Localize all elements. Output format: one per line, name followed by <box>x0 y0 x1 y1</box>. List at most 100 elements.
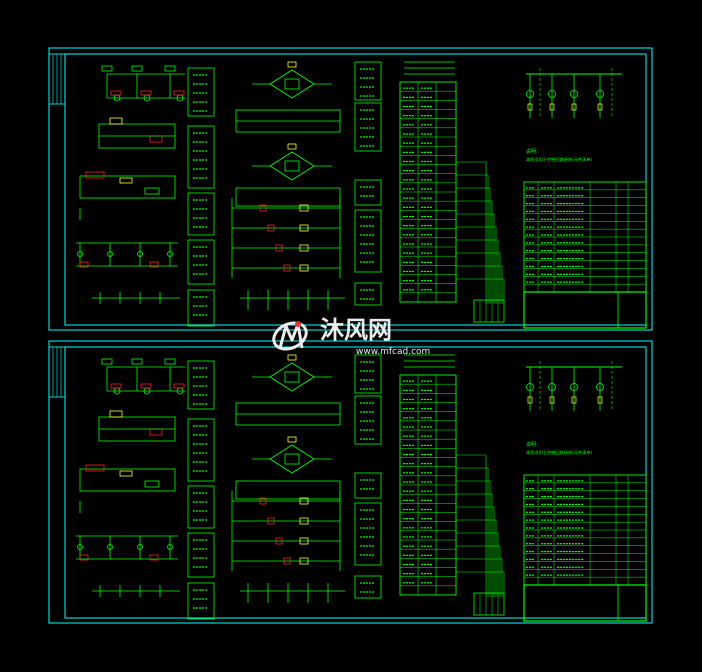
yellow-contact-mark <box>109 410 123 418</box>
red-contact-mark <box>283 264 291 272</box>
red-contact-mark <box>259 497 267 505</box>
terminal-block <box>131 358 143 365</box>
yellow-contact-mark <box>299 497 309 505</box>
red-contact-mark <box>173 90 185 96</box>
yellow-ct-mark <box>527 396 533 404</box>
yellow-ct-mark <box>571 103 577 111</box>
red-contact-mark <box>267 517 275 525</box>
control-loop <box>235 187 341 207</box>
title-block <box>523 584 647 622</box>
yellow-contact-mark <box>299 244 309 252</box>
yellow-contact-mark <box>119 177 133 184</box>
legend-box <box>354 179 382 206</box>
rectifier-core <box>284 78 300 90</box>
contact-node <box>167 251 173 257</box>
title-block <box>523 291 647 329</box>
contact-node <box>137 251 143 257</box>
red-contact-mark <box>79 261 89 268</box>
terminal-block <box>131 65 143 72</box>
breaker-symbol <box>596 383 604 391</box>
legend-box <box>187 192 215 236</box>
legend-box <box>187 582 215 620</box>
yellow-fuse-mark <box>287 143 297 150</box>
legend-box <box>354 472 382 499</box>
control-loop <box>235 480 341 500</box>
contact-node <box>77 251 83 257</box>
note-line: 本图适用于控制回路接线(元件清单) <box>526 449 592 456</box>
terminal-block <box>101 358 113 365</box>
yellow-fuse-mark <box>287 61 297 68</box>
legend-box <box>354 395 382 445</box>
contact-node <box>77 544 83 550</box>
watermark-url: www.mfcad.com <box>356 347 430 357</box>
red-contact-mark <box>283 557 291 565</box>
yellow-ct-mark <box>597 103 603 111</box>
red-contact-mark <box>110 90 122 96</box>
legend-box <box>354 209 382 273</box>
legend-box <box>354 502 382 566</box>
yellow-contact-mark <box>109 117 123 125</box>
legend-box <box>354 102 382 152</box>
contact-node <box>107 544 113 550</box>
yellow-contact-mark <box>119 470 133 477</box>
legend-box <box>354 354 382 394</box>
terminal-block <box>101 65 113 72</box>
red-contact-mark <box>140 90 152 96</box>
breaker-symbol <box>570 90 578 98</box>
note-heading: 说明: <box>526 148 538 155</box>
breaker-symbol <box>526 90 534 98</box>
sheet-outer-frame <box>48 47 653 331</box>
red-contact-mark <box>85 171 105 179</box>
red-contact-mark <box>79 554 89 561</box>
watermark-brand: 沐风网 <box>320 316 392 344</box>
yellow-contact-mark <box>299 557 309 565</box>
control-loop <box>79 468 176 492</box>
red-contact-mark <box>149 554 159 561</box>
yellow-contact-mark <box>299 537 309 545</box>
terminal-strip <box>473 592 505 616</box>
legend-box <box>187 289 215 327</box>
yellow-fuse-mark <box>287 354 297 361</box>
terminal-strip <box>473 299 505 323</box>
red-contact-mark <box>149 261 159 268</box>
note-line: 本图适用于控制回路接线(元件清单) <box>526 156 592 163</box>
legend-box <box>187 239 215 285</box>
yellow-contact-mark <box>299 517 309 525</box>
red-contact-mark <box>267 224 275 232</box>
bridge-rectifier <box>269 444 315 474</box>
yellow-ct-mark <box>597 396 603 404</box>
yellow-contact-mark <box>299 264 309 272</box>
legend-box <box>354 61 382 101</box>
red-contact-mark <box>85 464 105 472</box>
red-contact-mark <box>140 383 152 389</box>
bridge-rectifier <box>269 362 315 392</box>
breaker-symbol <box>548 383 556 391</box>
control-loop <box>79 175 176 199</box>
rectifier-core <box>284 160 300 172</box>
legend-box <box>187 532 215 578</box>
contact-node <box>137 544 143 550</box>
yellow-ct-mark <box>549 103 555 111</box>
mf-logo-icon <box>272 321 308 351</box>
watermark: 沐风网 www.mfcad.com <box>272 316 430 357</box>
red-contact-mark <box>275 537 283 545</box>
bridge-rectifier <box>269 69 315 99</box>
yellow-contact-mark <box>299 224 309 232</box>
yellow-contact-mark <box>299 204 309 212</box>
red-contact-mark <box>110 383 122 389</box>
rectifier-core <box>284 453 300 465</box>
breaker-symbol <box>548 90 556 98</box>
terminal-block <box>144 480 160 488</box>
contact-node <box>167 544 173 550</box>
breaker-symbol <box>526 383 534 391</box>
red-contact-mark <box>173 383 185 389</box>
red-contact-mark <box>275 244 283 252</box>
terminal-block <box>164 65 176 72</box>
note-heading: 说明: <box>526 441 538 448</box>
legend-box <box>187 360 215 410</box>
legend-box <box>187 418 215 482</box>
drawing-sheet-bottom: 说明:本图适用于控制回路接线(元件清单) <box>48 340 653 624</box>
legend-box <box>187 485 215 529</box>
legend-box <box>354 282 382 306</box>
